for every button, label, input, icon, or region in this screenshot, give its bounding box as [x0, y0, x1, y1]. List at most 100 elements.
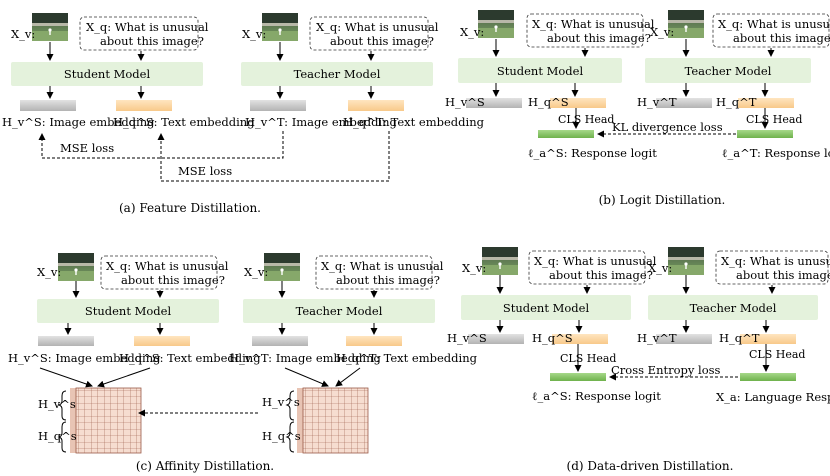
- question-line1: X_q: What is unusual: [721, 254, 830, 268]
- panel-feature-distillation: X_v: X_q: What is unusual about this ima…: [2, 13, 485, 215]
- teacher-text-embedding-label: H_q^T: Text embedding: [336, 351, 478, 365]
- teacher-image-embedding-label: H_v^T: Image embedding: [245, 115, 398, 129]
- question-line2: about this image?: [100, 34, 204, 48]
- question-line1: X_q: What is unusual: [534, 254, 657, 268]
- question-box-teacher: [712, 13, 830, 48]
- teacher-text-embedding-bar: [348, 100, 404, 111]
- student-image-embedding-bar: [38, 336, 94, 346]
- caption-c: (c) Affinity Distillation.: [136, 459, 274, 473]
- student-model-label: Student Model: [64, 67, 151, 81]
- teacher-image-embedding-bar: [252, 336, 308, 346]
- question-line2: about this image?: [121, 273, 225, 287]
- mse-loss-arrow-image: [38, 131, 284, 159]
- question-line1: X_q: What is unusual: [106, 259, 229, 273]
- input-image-teacher: [264, 253, 300, 281]
- teacher-model-label: Teacher Model: [294, 67, 381, 81]
- question-line2: about this image?: [330, 34, 434, 48]
- teacher-affinity-matrix: [302, 387, 369, 454]
- teacher-model-box: [243, 299, 435, 323]
- question-line2: about this image?: [336, 273, 440, 287]
- brace-hv: [285, 390, 295, 421]
- xv-label: X_v:: [460, 25, 484, 39]
- hv-t-label: H_v^T: [637, 95, 677, 109]
- student-text-embedding-label: H_q^S: Text embedding: [119, 351, 261, 365]
- input-image-student: [482, 247, 518, 275]
- cls-head-student: CLS Head: [558, 113, 614, 126]
- question-line2: about this image?: [733, 31, 830, 45]
- kl-loss-label: KL divergence loss: [612, 120, 723, 134]
- caption-d: (d) Data-driven Distillation.: [567, 459, 734, 473]
- caption-b: (b) Logit Distillation.: [599, 193, 726, 207]
- teacher-text-embedding-bar: [740, 334, 796, 344]
- student-affinity-matrix: [75, 387, 142, 454]
- student-text-embedding-bar: [552, 334, 608, 344]
- teacher-image-embedding-bar: [656, 98, 712, 108]
- question-box-teacher: [715, 250, 829, 285]
- student-image-embedding-bar: [468, 334, 524, 344]
- teacher-logit-bar: [737, 130, 793, 138]
- student-model-box: [11, 62, 203, 86]
- hq-s-label: H_q^S: [532, 331, 573, 345]
- hv-s-label: H_v^S: [447, 331, 487, 345]
- student-model-label: Student Model: [497, 64, 584, 78]
- panel-affinity-distillation: X_v: X_q: What is unusual about this ima…: [8, 253, 478, 473]
- xv-label: X_v:: [242, 27, 266, 41]
- question-line2: about this image?: [547, 31, 651, 45]
- hq-s-label: H_q^S: [528, 95, 569, 109]
- matrix-hv-label: H_v^s: [38, 397, 76, 411]
- question-line1: X_q: What is unusual: [718, 17, 830, 31]
- brace-hv: [57, 390, 67, 421]
- matrix-hq-label: H_q^s: [38, 429, 77, 443]
- student-model-box: [37, 299, 219, 323]
- teacher-response-label: X_a: Language Response: [716, 390, 830, 404]
- question-line1: X_q: What is unusual: [316, 20, 439, 34]
- teacher-image-embedding-bar: [250, 100, 306, 111]
- matrix-shadow-side: [297, 388, 303, 453]
- teacher-model-label: Teacher Model: [690, 301, 777, 315]
- question-box-student: [528, 250, 646, 285]
- teacher-model-box: [645, 58, 811, 83]
- matrix-hq-label: H_q^s: [262, 429, 301, 443]
- question-line2: about this image?: [736, 268, 830, 282]
- student-logit-label: ℓ_a^S: Response logit: [532, 389, 661, 403]
- teacher-model-label: Teacher Model: [296, 304, 383, 318]
- xv-label: X_v:: [648, 261, 672, 275]
- xv-label: X_v:: [650, 25, 674, 39]
- panel-data-driven-distillation: X_v: X_q: What is unusual about this ima…: [447, 247, 830, 473]
- mse-loss-arrow-text: [157, 131, 390, 182]
- caption-a: (a) Feature Distillation.: [119, 201, 261, 215]
- student-text-embedding-label: H_q^S: Text embedding: [113, 115, 255, 129]
- question-line1: X_q: What is unusual: [321, 259, 444, 273]
- hq-t-label: H_q^T: [716, 95, 757, 109]
- xv-label: X_v:: [244, 265, 268, 279]
- hv-t-label: H_v^T: [637, 331, 677, 345]
- question-box-teacher: [309, 16, 429, 51]
- hv-s-label: H_v^S: [445, 95, 485, 109]
- student-model-label: Student Model: [503, 301, 590, 315]
- xv-label: X_v:: [37, 265, 61, 279]
- student-text-embedding-bar: [134, 336, 190, 346]
- student-image-embedding-bar: [20, 100, 76, 111]
- question-box-student: [526, 13, 644, 48]
- hq-t-label: H_q^T: [719, 331, 760, 345]
- teacher-text-embedding-bar: [346, 336, 402, 346]
- matrix-shadow-side: [70, 388, 76, 453]
- brace-hq: [285, 421, 295, 453]
- question-box-student: [100, 255, 218, 290]
- xv-label: X_v:: [462, 261, 486, 275]
- cls-head-teacher: CLS Head: [746, 113, 802, 126]
- teacher-image-embedding-label: H_v^T: Image embedding: [229, 351, 382, 365]
- student-model-box: [458, 58, 622, 83]
- question-box-teacher: [315, 255, 433, 290]
- question-line1: X_q: What is unusual: [532, 17, 655, 31]
- mse-loss-label-2: MSE loss: [178, 164, 232, 178]
- panel-logit-distillation: X_v: X_q: What is unusual about this ima…: [445, 10, 830, 207]
- student-logit-bar: [550, 373, 606, 381]
- teacher-logit-label: ℓ_a^T: Response logit: [722, 146, 830, 160]
- input-image-teacher: [262, 13, 298, 41]
- student-logit-label: ℓ_a^S: Response logit: [528, 146, 657, 160]
- mse-loss-label-1: MSE loss: [60, 141, 114, 155]
- student-image-embedding-bar: [466, 98, 522, 108]
- teacher-text-embedding-label: H_q^T: Text embedding: [343, 115, 485, 129]
